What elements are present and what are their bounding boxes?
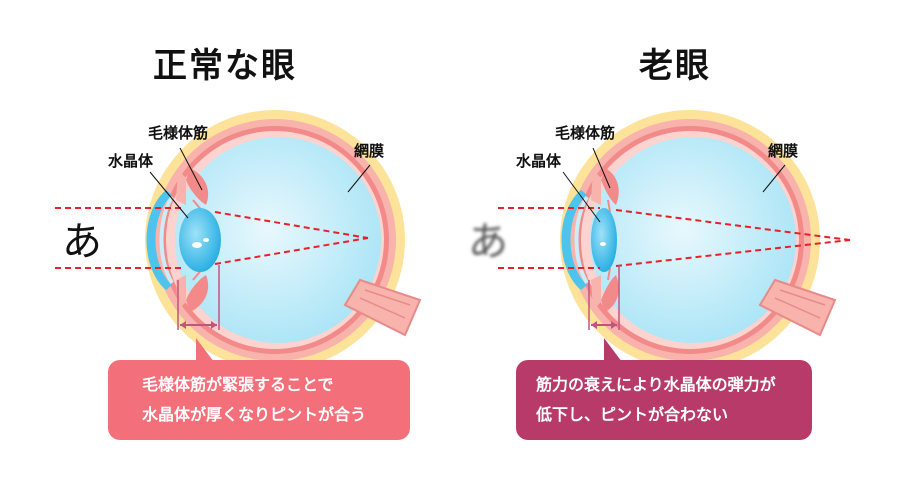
vitreous-body bbox=[590, 137, 796, 343]
target-letter: あ bbox=[62, 219, 102, 265]
cornea bbox=[146, 190, 172, 290]
ciliary-lower bbox=[601, 275, 619, 312]
ray-bottom-inside bbox=[214, 237, 369, 265]
lens-thick bbox=[179, 208, 221, 272]
label-lens: 水晶体 bbox=[516, 152, 562, 170]
label-retina: 網膜 bbox=[354, 142, 385, 160]
label-lens: 水晶体 bbox=[108, 152, 154, 170]
caption-line-2: 水晶体が厚くなりピントが合う bbox=[142, 405, 367, 424]
cornea bbox=[561, 190, 587, 290]
front-cutout bbox=[555, 150, 590, 330]
ray-top-inside bbox=[214, 211, 369, 239]
label-ciliary-muscle: 毛様体筋 bbox=[148, 124, 209, 142]
normal-eye-diagram: あ bbox=[55, 110, 422, 370]
caption-tail bbox=[196, 338, 214, 362]
target-letter-blurred: あ bbox=[468, 219, 508, 265]
caption-tail bbox=[604, 338, 622, 362]
caption-line-2: 低下し、ピントが合わない bbox=[536, 405, 729, 424]
front-cutout bbox=[140, 150, 175, 330]
caption-line-1: 筋力の衰えにより水晶体の弾力が bbox=[536, 375, 776, 394]
label-retina: 網膜 bbox=[768, 142, 799, 160]
normal-eye-title: 正常な眼 bbox=[153, 46, 297, 86]
lens-thin bbox=[591, 208, 617, 272]
caption-line-1: 毛様体筋が緊張することで bbox=[142, 375, 334, 394]
presbyopia-diagram: あ bbox=[468, 110, 851, 370]
presbyopia-caption: 筋力の衰えにより水晶体の弾力が 低下し、ピントが合わない bbox=[516, 338, 812, 440]
ciliary-upper bbox=[186, 168, 209, 205]
ciliary-lower bbox=[186, 275, 209, 312]
normal-eye-panel: 正常な眼 bbox=[55, 46, 422, 440]
label-ciliary-muscle: 毛様体筋 bbox=[555, 124, 616, 142]
presbyopia-title: 老眼 bbox=[639, 46, 711, 86]
presbyopia-panel: 老眼 bbox=[450, 0, 900, 490]
vitreous-body bbox=[175, 137, 381, 343]
normal-eye-caption: 毛様体筋が緊張することで 水晶体が厚くなりピントが合う bbox=[108, 338, 410, 440]
